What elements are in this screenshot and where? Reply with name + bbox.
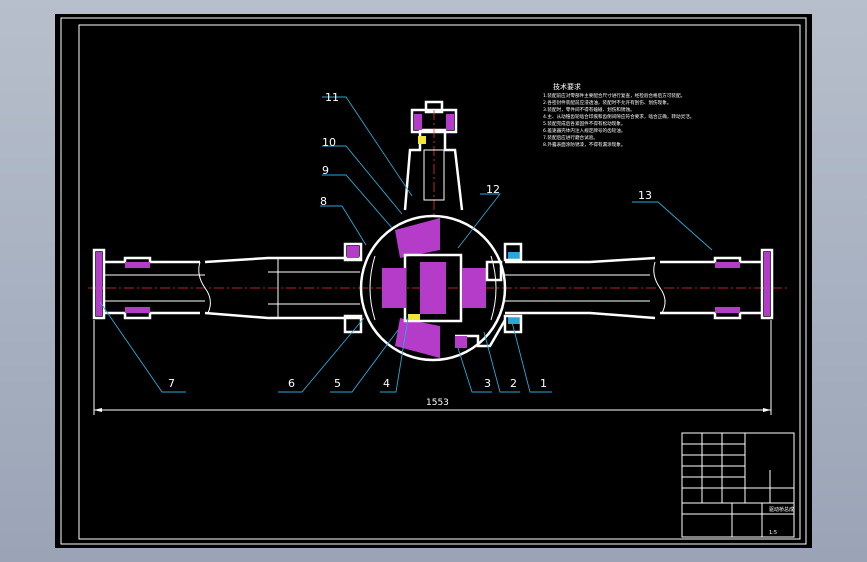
leader-9 bbox=[322, 174, 393, 229]
notes-heading: 技术要求 bbox=[553, 82, 581, 91]
left-hub-fill-top bbox=[125, 262, 150, 268]
left-hub-outline bbox=[104, 256, 200, 320]
left-bolt-top-fill bbox=[347, 246, 359, 258]
left-bearing bbox=[382, 268, 406, 308]
dim-value: 1553 bbox=[426, 398, 449, 408]
title-block: 驱动桥总成 1:5 bbox=[681, 432, 795, 538]
part-label-2: 2 bbox=[510, 377, 517, 390]
washer-yellow bbox=[408, 314, 420, 320]
left-bolt-top bbox=[343, 242, 363, 262]
part-label-10: 10 bbox=[322, 136, 336, 149]
right-hub-fill-bottom bbox=[715, 307, 740, 313]
leader-6 bbox=[278, 317, 365, 393]
part-label-12: 12 bbox=[486, 183, 500, 196]
right-bolt-bottom bbox=[503, 314, 523, 334]
note-line-1: 1.装配前应对零部件主要配合尺寸进行复查，经检验合格后方可装配。 bbox=[543, 92, 685, 99]
note-line-2: 2.各密封件装配前应浸透油，装配时不允许有刮伤、划伤现象。 bbox=[543, 99, 671, 106]
differential-housing bbox=[359, 214, 507, 362]
right-hub-outline bbox=[660, 256, 762, 320]
pinion-housing bbox=[403, 128, 464, 211]
leader-8 bbox=[320, 205, 367, 246]
part-leaders bbox=[99, 96, 713, 393]
right-wheel-flange bbox=[760, 248, 774, 320]
part-label-7: 7 bbox=[168, 377, 175, 390]
note-line-5: 5.装配完成后各紧固件不得有松动现象。 bbox=[543, 120, 625, 127]
part-label-3: 3 bbox=[484, 377, 491, 390]
note-line-6: 6.差速器壳体内注入规定牌号的齿轮油。 bbox=[543, 127, 625, 134]
technical-requirements: 技术要求 1.装配前应对零部件主要配合尺寸进行复查，经检验合格后方可装配。 2.… bbox=[543, 82, 694, 148]
part-label-13: 13 bbox=[638, 189, 652, 202]
part-label-9: 9 bbox=[322, 164, 329, 177]
pinion-flange-fill-r bbox=[446, 114, 454, 130]
right-break-line bbox=[653, 261, 666, 314]
pinion-flange-fill-l bbox=[414, 114, 422, 130]
leader-1 bbox=[511, 321, 552, 393]
leader-7 bbox=[99, 301, 186, 393]
housing-lower-boss bbox=[455, 319, 507, 348]
axle-housing bbox=[88, 100, 790, 362]
right-shaft-inner bbox=[505, 274, 650, 302]
left-wheel-flange bbox=[92, 248, 106, 320]
left-shaft-inner bbox=[104, 274, 205, 302]
leader-12 bbox=[457, 193, 501, 249]
leader-13 bbox=[632, 201, 713, 251]
note-line-4: 4.主、从动锥齿轮啮合印痕和齿侧间隙应符合要求，啮合正确，转动灵活。 bbox=[543, 113, 694, 120]
bearing-seal-cyan-b bbox=[508, 316, 520, 324]
bearing-seal-cyan bbox=[508, 252, 520, 260]
right-bearing-cap bbox=[485, 260, 503, 282]
leader-10 bbox=[322, 145, 403, 215]
left-hub-fill-bottom bbox=[125, 307, 150, 313]
left-tube bbox=[204, 256, 360, 320]
leader-4 bbox=[380, 317, 409, 393]
right-tube bbox=[505, 256, 656, 320]
part-label-6: 6 bbox=[288, 377, 295, 390]
right-bolt-top bbox=[503, 242, 523, 262]
ring-gear-top bbox=[395, 218, 440, 258]
right-flange-fill bbox=[764, 252, 770, 316]
note-line-7: 7.装配后应进行磨合试验。 bbox=[543, 134, 598, 141]
part-numbers: 11 10 9 8 12 13 7 6 5 4 3 2 1 bbox=[168, 91, 652, 390]
left-bolt-bottom bbox=[343, 314, 363, 334]
left-flange-fill bbox=[96, 252, 102, 316]
pinion-seal-yellow bbox=[418, 136, 426, 144]
pinion-shaft bbox=[423, 149, 445, 201]
left-tube-inner bbox=[268, 271, 360, 305]
right-hub-fill-top bbox=[715, 262, 740, 268]
note-line-8: 8.外露表面涂防锈漆，不得有漏涂现象。 bbox=[543, 141, 625, 148]
part-label-5: 5 bbox=[334, 377, 341, 390]
inner-frame bbox=[78, 24, 801, 540]
overall-dimension: 1553 bbox=[93, 320, 772, 415]
left-break-line bbox=[198, 261, 211, 314]
part-label-8: 8 bbox=[320, 195, 327, 208]
right-bearing bbox=[462, 268, 486, 308]
drain-plug bbox=[455, 336, 467, 348]
leader-2 bbox=[483, 331, 520, 393]
leader-11 bbox=[322, 96, 413, 197]
title-block-frame bbox=[681, 432, 795, 538]
housing-inner-left bbox=[369, 255, 376, 321]
outer-frame bbox=[60, 17, 807, 545]
part-label-4: 4 bbox=[383, 377, 390, 390]
side-gears bbox=[420, 262, 446, 314]
note-line-3: 3.装配时，零件间不得有磕碰、划伤和锈蚀。 bbox=[543, 106, 635, 113]
part-label-1: 1 bbox=[540, 377, 547, 390]
tb-drawing-title: 驱动桥总成 bbox=[769, 506, 794, 513]
leader-3 bbox=[457, 347, 492, 393]
leader-5 bbox=[330, 329, 399, 393]
part-label-11: 11 bbox=[325, 91, 339, 104]
tb-scale: 1:5 bbox=[769, 530, 777, 536]
